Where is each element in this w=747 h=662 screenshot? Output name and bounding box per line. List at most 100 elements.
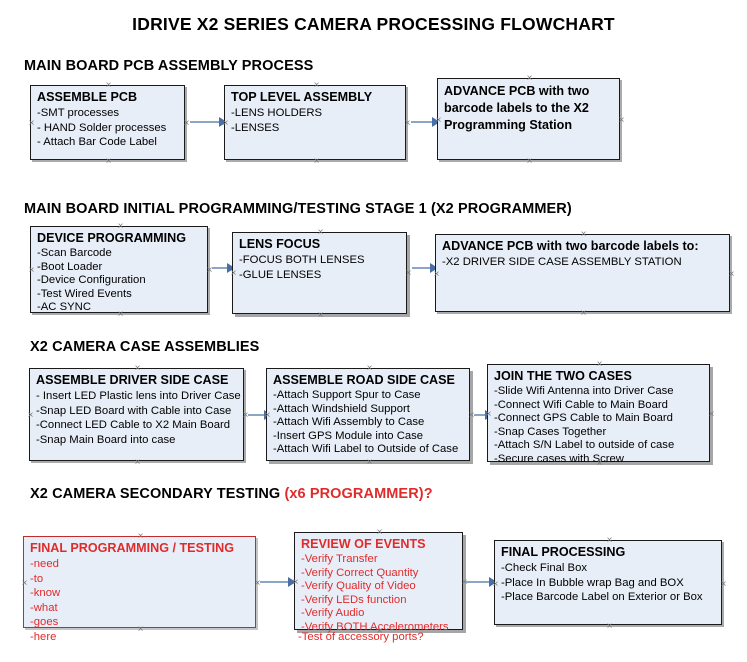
node-body: DEVICE PROGRAMMING -Scan Barcode -Boot L… xyxy=(31,227,207,317)
node-title: ADVANCE PCB with two barcode labels to: xyxy=(442,239,699,253)
node-line: -FOCUS BOTH LENSES xyxy=(239,254,365,266)
node-line: - Attach Bar Code Label xyxy=(37,136,157,148)
node-body: ASSEMBLE ROAD SIDE CASE -Attach Support … xyxy=(267,369,469,459)
resize-handle-bottom[interactable] xyxy=(133,458,142,467)
node-title: ASSEMBLE DRIVER SIDE CASE xyxy=(36,373,229,387)
resize-handle-bottom[interactable] xyxy=(104,157,113,166)
node-assemble-road-side-case[interactable]: ASSEMBLE ROAD SIDE CASE -Attach Support … xyxy=(266,368,470,461)
section-heading-x2-camera-case-assemblies: X2 CAMERA CASE ASSEMBLIES xyxy=(30,339,259,355)
node-line: -LENS HOLDERS xyxy=(231,107,323,119)
page-title: IDRIVE X2 SERIES CAMERA PROCESSING FLOWC… xyxy=(132,14,615,34)
node-line: -here xyxy=(30,630,57,643)
node-final-programming-testing[interactable]: FINAL PROGRAMMING / TESTING -need -to -k… xyxy=(23,536,256,643)
arrowhead-icon xyxy=(219,117,227,127)
node-line: -need xyxy=(30,558,59,570)
resize-handle-bottom[interactable] xyxy=(365,458,374,467)
node-join-the-two-cases[interactable]: JOIN THE TWO CASES -Slide Wifi Antenna i… xyxy=(487,364,710,465)
node-body: ASSEMBLE DRIVER SIDE CASE - Insert LED P… xyxy=(30,369,243,449)
resize-handle-bottom[interactable] xyxy=(316,311,325,320)
resize-handle-bottom[interactable] xyxy=(579,309,588,318)
node-assemble-pcb[interactable]: ASSEMBLE PCB -SMT processes - HAND Solde… xyxy=(30,85,185,160)
node-line: -Snap LED Board with Cable into Case xyxy=(36,404,232,417)
node-line: -LENSES xyxy=(231,121,280,134)
resize-handle-bottom[interactable] xyxy=(525,157,534,166)
arrowhead-icon xyxy=(489,577,497,587)
connector-final-programming-to-review-events xyxy=(260,581,292,583)
section-heading-main-board-initial-programming: MAIN BOARD INITIAL PROGRAMMING/TESTING S… xyxy=(24,201,572,217)
node-line: -know xyxy=(30,587,61,599)
node-title: ADVANCE PCB with two barcode labels to t… xyxy=(444,84,590,132)
node-line: -Boot Loader xyxy=(37,260,103,273)
node-title: FINAL PROGRAMMING / TESTING xyxy=(30,541,235,555)
connector-assemble-pcb-to-top-level xyxy=(190,121,223,123)
node-body: ADVANCE PCB with two barcode labels to: … xyxy=(436,235,729,272)
node-title: TOP LEVEL ASSEMBLY xyxy=(231,90,373,104)
node-title: JOIN THE TWO CASES xyxy=(494,369,632,383)
arrowhead-icon xyxy=(288,577,296,587)
node-title: ASSEMBLE ROAD SIDE CASE xyxy=(273,373,455,387)
node-line: -what xyxy=(30,601,58,614)
node-line: -Verify Audio xyxy=(301,607,365,620)
node-line: -goes xyxy=(30,616,59,628)
node-line: -Attach Support Spur to Case xyxy=(273,389,421,401)
node-line: -GLUE LENSES xyxy=(239,268,322,281)
node-line: -Verify BOTH Accelerometers xyxy=(301,620,449,633)
section-heading-accent: (x6 PROGRAMMER)? xyxy=(284,486,433,502)
node-line: -Scan Barcode xyxy=(37,247,112,259)
node-body: FINAL PROGRAMMING / TESTING -need -to -k… xyxy=(24,537,255,646)
node-line: -Secure cases with Screw xyxy=(494,452,624,465)
connector-lens-focus-to-advance-pcb xyxy=(412,267,434,269)
node-review-of-events[interactable]: REVIEW OF EVENTS -Verify Transfer -Verif… xyxy=(294,532,463,633)
node-title: DEVICE PROGRAMMING xyxy=(37,231,187,245)
node-line-overflow-review-of-events: -Test of accessory ports? xyxy=(298,631,424,643)
node-title: ASSEMBLE PCB xyxy=(37,90,138,104)
node-line: -Place In Bubble wrap Bag and BOX xyxy=(501,576,684,589)
node-device-programming[interactable]: DEVICE PROGRAMMING -Scan Barcode -Boot L… xyxy=(30,226,208,313)
node-body: ASSEMBLE PCB -SMT processes - HAND Solde… xyxy=(31,86,184,152)
resize-handle-bottom[interactable] xyxy=(312,157,321,166)
node-line: -Verify LEDs function xyxy=(301,593,407,606)
node-advance-pcb-programming-station[interactable]: ADVANCE PCB with two barcode labels to t… xyxy=(437,78,620,160)
node-line: -Attach Windshield Support xyxy=(273,402,410,415)
node-line: - Insert LED Plastic lens into Driver Ca… xyxy=(36,390,241,402)
connector-road-case-to-join-cases xyxy=(474,414,489,416)
node-body: REVIEW OF EVENTS -Verify Transfer -Verif… xyxy=(295,533,462,637)
node-final-processing[interactable]: FINAL PROCESSING -Check Final Box -Place… xyxy=(494,540,722,625)
connector-driver-case-to-road-case xyxy=(248,414,268,416)
node-line: - HAND Solder processes xyxy=(37,121,167,134)
resize-handle-bottom[interactable] xyxy=(605,622,614,631)
arrowhead-icon xyxy=(227,263,235,273)
connector-device-programming-to-lens-focus xyxy=(212,267,231,269)
node-line: -AC SYNC xyxy=(37,301,91,314)
node-body: JOIN THE TWO CASES -Slide Wifi Antenna i… xyxy=(488,365,709,469)
connector-review-events-to-final-processing xyxy=(466,581,492,583)
connector-top-level-to-advance-pcb xyxy=(411,121,436,123)
node-line: -Snap Cases Together xyxy=(494,425,607,438)
section-heading-main-board-pcb-assembly: MAIN BOARD PCB ASSEMBLY PROCESS xyxy=(24,58,313,74)
node-body: FINAL PROCESSING -Check Final Box -Place… xyxy=(495,541,721,607)
node-assemble-driver-side-case[interactable]: ASSEMBLE DRIVER SIDE CASE - Insert LED P… xyxy=(29,368,244,461)
node-line: -Place Barcode Label on Exterior or Box xyxy=(501,591,703,603)
node-body: LENS FOCUS -FOCUS BOTH LENSES -GLUE LENS… xyxy=(233,233,406,284)
node-title: REVIEW OF EVENTS xyxy=(301,537,426,551)
node-lens-focus[interactable]: LENS FOCUS -FOCUS BOTH LENSES -GLUE LENS… xyxy=(232,232,407,314)
node-title: FINAL PROCESSING xyxy=(501,545,626,559)
node-top-level-assembly[interactable]: TOP LEVEL ASSEMBLY -LENS HOLDERS -LENSES xyxy=(224,85,406,160)
node-line: -Verify Transfer xyxy=(301,553,378,565)
node-line: -Attach Wifi Assembly to Case xyxy=(273,416,425,429)
node-line: -Device Configuration xyxy=(37,274,146,287)
section-heading-text: MAIN BOARD PCB ASSEMBLY PROCESS xyxy=(24,58,314,74)
node-line: -Attach S/N Label to outside of case xyxy=(494,439,675,452)
node-title: LENS FOCUS xyxy=(239,237,321,251)
node-line: -Connect Wifi Cable to Main Board xyxy=(494,398,668,411)
node-line: -Test Wired Events xyxy=(37,287,132,300)
node-line: -X2 DRIVER SIDE CASE ASSEMBLY STATION xyxy=(442,256,682,268)
node-line: -Connect LED Cable to X2 Main Board xyxy=(36,419,231,431)
section-heading-text: X2 CAMERA CASE ASSEMBLIES xyxy=(30,339,260,355)
node-line: -Slide Wifi Antenna into Driver Case xyxy=(494,385,674,397)
section-heading-text: X2 CAMERA SECONDARY TESTING xyxy=(30,486,285,502)
node-line: -Verify Correct Quantity xyxy=(301,566,419,579)
node-line: -to xyxy=(30,572,44,585)
node-line: -Verify Quality of Video xyxy=(301,580,416,593)
node-advance-pcb-driver-side-case[interactable]: ADVANCE PCB with two barcode labels to: … xyxy=(435,234,730,312)
